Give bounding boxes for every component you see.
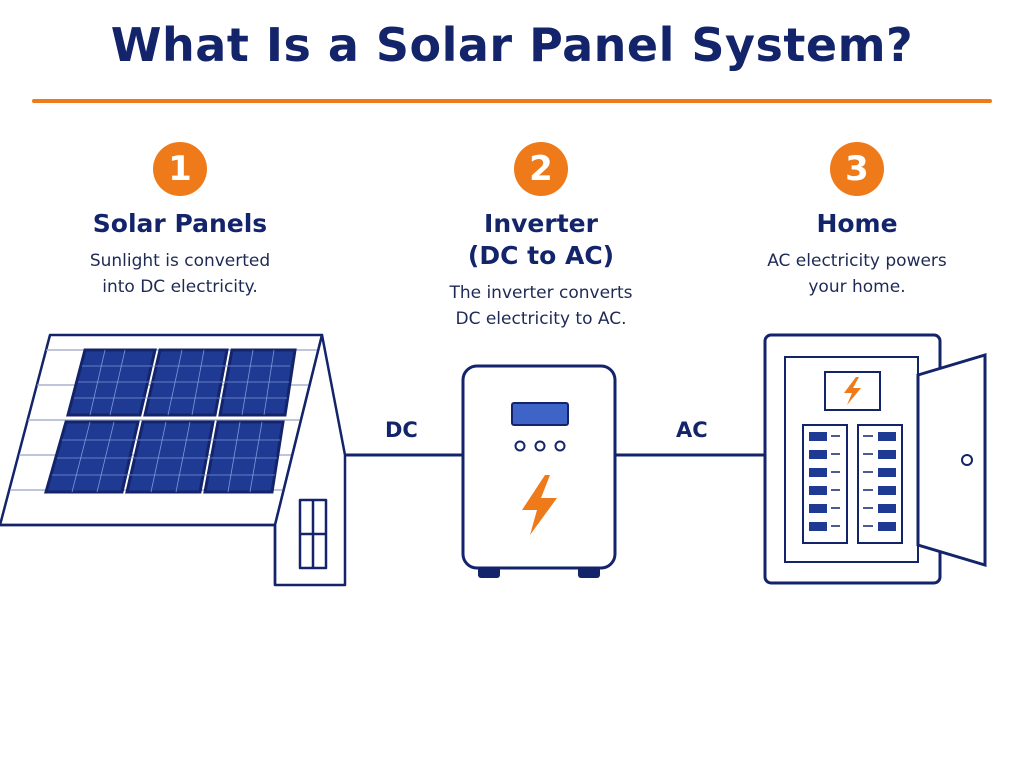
breaker-switches — [809, 432, 896, 531]
inverter-body — [461, 364, 617, 570]
inverter-display — [511, 402, 569, 426]
step-description-line: into DC electricity. — [102, 277, 258, 297]
step-description: Sunlight is converted into DC electricit… — [30, 248, 330, 300]
panel-cell-grid — [52, 349, 290, 493]
lightning-bolt-icon — [522, 475, 557, 535]
step-title: Home — [816, 209, 898, 238]
solar-panel-array — [44, 348, 297, 494]
house-wall — [273, 333, 347, 587]
inverter-illustration — [461, 364, 617, 578]
inverter-button — [554, 440, 566, 452]
step-title-line: Inverter — [484, 209, 598, 238]
step-number-badge: 3 — [830, 142, 884, 196]
step-title: Inverter (DC to AC) — [391, 208, 691, 272]
step-description-line: Sunlight is converted — [89, 251, 271, 271]
solar-panel — [66, 348, 157, 417]
inverter-button — [534, 440, 546, 452]
step-home: 3 Home AC electricity powers your home. — [707, 142, 1007, 300]
title-divider — [32, 99, 992, 103]
solar-panel — [218, 348, 297, 417]
panel-door — [916, 352, 987, 568]
step-description-line: AC electricity powers — [767, 251, 947, 271]
door-handle — [961, 454, 973, 466]
step-solar-panels: 1 Solar Panels Sunlight is converted int… — [30, 142, 330, 300]
electrical-panel-illustration — [763, 333, 987, 585]
lightning-bolt-icon — [844, 377, 861, 405]
dc-label: DC — [385, 418, 418, 442]
solar-panel — [203, 420, 285, 494]
breaker-ticks — [831, 435, 873, 527]
ac-label: AC — [676, 418, 708, 442]
step-inverter: 2 Inverter (DC to AC) The inverter conve… — [391, 142, 691, 332]
step-description-line: The inverter converts — [449, 283, 633, 303]
step-title-line: (DC to AC) — [467, 241, 615, 270]
step-description-line: DC electricity to AC. — [455, 309, 627, 329]
solar-panel — [143, 348, 229, 417]
inverter-button — [514, 440, 526, 452]
solar-panel — [125, 420, 215, 494]
step-description: The inverter converts DC electricity to … — [391, 280, 691, 332]
page-title: What Is a Solar Panel System? — [110, 18, 914, 72]
step-title: Solar Panels — [92, 209, 268, 238]
step-description: AC electricity powers your home. — [707, 248, 1007, 300]
step-description-line: your home. — [808, 277, 906, 297]
step-number-badge: 1 — [153, 142, 207, 196]
step-number-badge: 2 — [514, 142, 568, 196]
